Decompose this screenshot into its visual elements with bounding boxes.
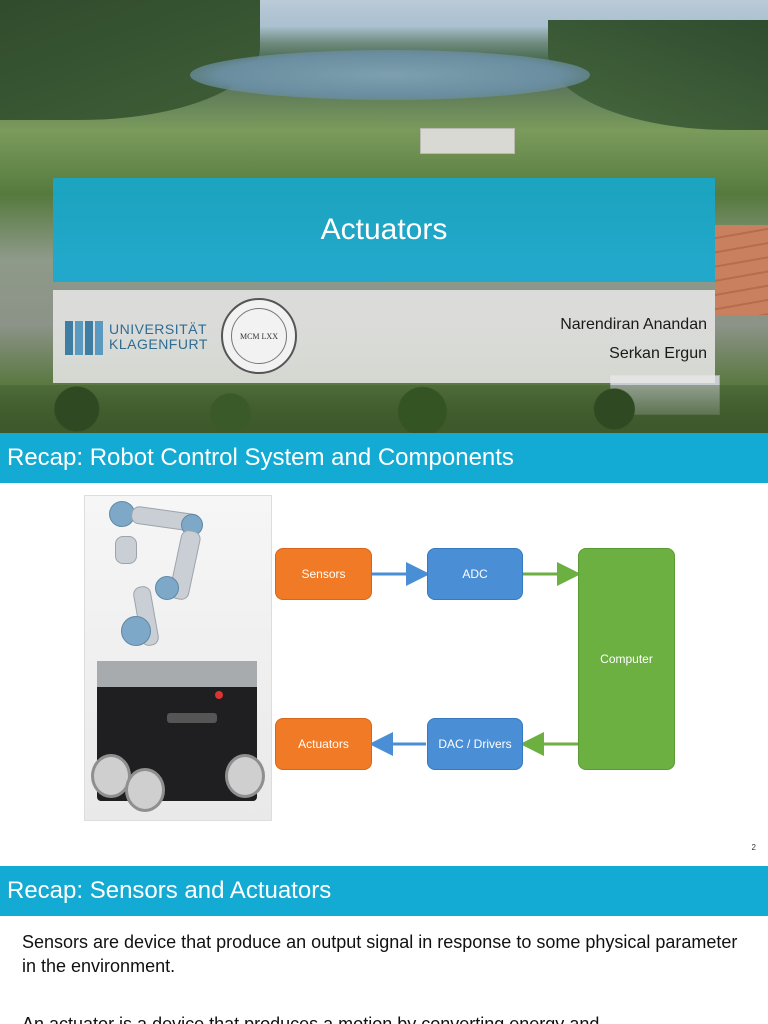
campus-building [420, 128, 515, 154]
university-seal-icon: MCM LXX [221, 298, 297, 374]
mobile-base [97, 661, 257, 801]
university-logo: UNIVERSITÄT KLAGENFURT [65, 319, 208, 355]
section-header-bar: Recap: Robot Control System and Componen… [0, 433, 768, 483]
gripper [115, 536, 137, 564]
mecanum-wheel [225, 754, 265, 798]
mecanum-wheel [125, 768, 165, 812]
section-title: Recap: Robot Control System and Componen… [7, 444, 514, 471]
mecanum-wheel [91, 754, 131, 798]
author-list: Narendiran Anandan Serkan Ergun [560, 310, 707, 368]
control-diagram-arrows [369, 562, 581, 756]
university-name-line2: KLAGENFURT [109, 336, 208, 352]
sensors-definition: Sensors are device that produce an outpu… [22, 932, 738, 976]
sensors-actuators-slide: Recap: Sensors and Actuators Sensors are… [0, 866, 768, 1024]
title-slide: Actuators UNIVERSITÄT KLAGENFURT MCM LXX… [0, 0, 768, 433]
emergency-stop-icon [215, 691, 223, 699]
author-band: UNIVERSITÄT KLAGENFURT MCM LXX Narendira… [53, 290, 715, 383]
hill-background-left [0, 0, 260, 120]
computer-block: Computer [578, 548, 675, 770]
tennis-courts [715, 225, 768, 315]
robot-photo [84, 495, 272, 821]
page-number: 2 [751, 843, 756, 852]
seal-center: MCM LXX [231, 308, 287, 364]
adc-block: ADC [427, 548, 523, 600]
section-header-bar: Recap: Sensors and Actuators [0, 866, 768, 916]
lake-background [190, 50, 590, 100]
university-logo-icon [65, 319, 103, 355]
dac-drivers-block: DAC / Drivers [427, 718, 523, 770]
author-name: Serkan Ergun [609, 345, 707, 362]
control-system-slide: Recap: Robot Control System and Componen… [0, 433, 768, 866]
robot-joint [121, 616, 151, 646]
author-name: Narendiran Anandan [560, 316, 707, 333]
robot-joint [155, 576, 179, 600]
slide-title: Actuators [320, 213, 448, 246]
actuators-definition: An actuator is a device that produces a … [22, 1014, 600, 1024]
university-name-line1: UNIVERSITÄT [109, 321, 208, 337]
title-band: Actuators [53, 178, 715, 282]
actuators-block: Actuators [275, 718, 372, 770]
section-title: Recap: Sensors and Actuators [7, 877, 332, 904]
trees-foreground [0, 385, 768, 433]
sensors-block: Sensors [275, 548, 372, 600]
